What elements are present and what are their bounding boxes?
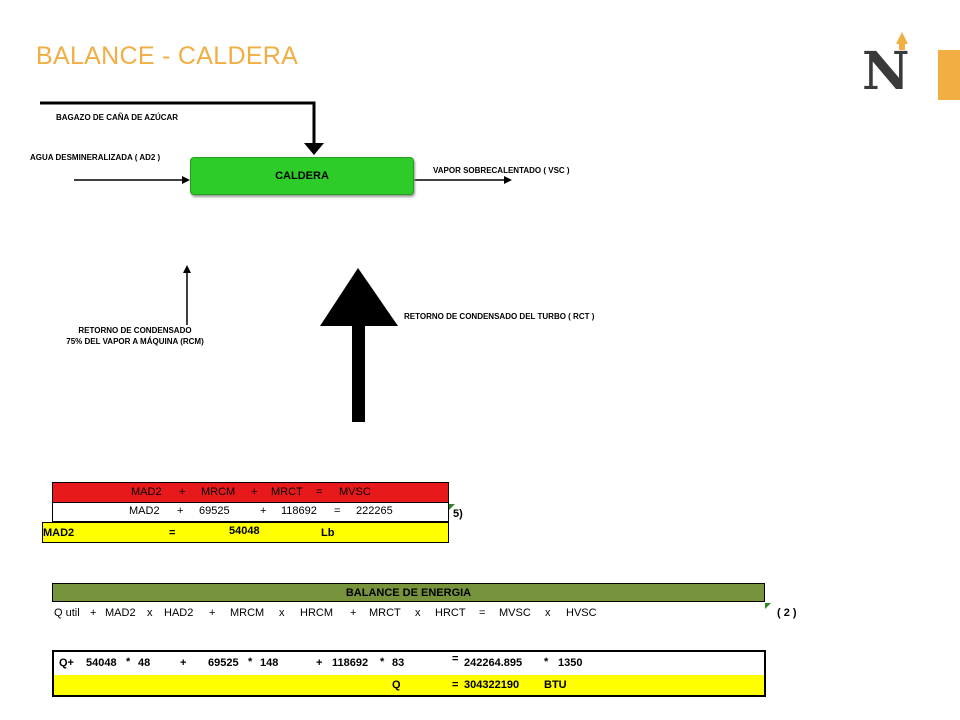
ec-v3: 69525 bbox=[208, 657, 239, 669]
mass-balance-header-row: MAD2 + MRCM + MRCT = MVSC bbox=[52, 482, 449, 503]
mb-h-b: MRCM bbox=[201, 486, 236, 498]
mb-h-p1: + bbox=[179, 486, 186, 498]
ec-eq: = bbox=[452, 653, 459, 665]
mass-balance-ref: 5) bbox=[453, 508, 463, 520]
mb-h-p2: + bbox=[251, 486, 258, 498]
ec-p2: + bbox=[316, 657, 323, 669]
ef-1: + bbox=[90, 607, 97, 619]
rcm-arrowhead bbox=[183, 265, 191, 273]
energy-calc-row: Q+ 54048 * 48 + 69525 * 148 + 118692 * 8… bbox=[54, 652, 764, 674]
ec-v2: 48 bbox=[138, 657, 151, 669]
ec-v8: 1350 bbox=[558, 657, 583, 669]
energy-calc-table: Q+ 54048 * 48 + 69525 * 148 + 118692 * 8… bbox=[52, 650, 766, 697]
mb-h-d: MVSC bbox=[339, 486, 371, 498]
mb-v-p1: + bbox=[177, 505, 184, 517]
label-retorno-rcm: RETORNO DE CONDENSADO 75% DEL VAPOR A MÁ… bbox=[40, 326, 230, 346]
rct-shaft bbox=[352, 325, 365, 422]
energy-balance-ref: ( 2 ) bbox=[777, 607, 797, 619]
rct-arrowhead bbox=[320, 268, 398, 326]
ef-13: = bbox=[479, 607, 486, 619]
ef-0: Q util bbox=[54, 607, 80, 619]
ec-p1: + bbox=[180, 657, 187, 669]
ef-14: MVSC bbox=[499, 607, 531, 619]
mb-v-a: MAD2 bbox=[129, 505, 160, 517]
mb-v-c: 118692 bbox=[281, 505, 317, 517]
mb-v-d: 222265 bbox=[356, 505, 393, 517]
ec-m2: * bbox=[248, 656, 253, 668]
ec-m3: * bbox=[380, 656, 385, 668]
logo: N bbox=[862, 30, 914, 102]
label-retorno-rcm-line1: RETORNO DE CONDENSADO bbox=[78, 326, 192, 335]
logo-letter: N bbox=[862, 41, 910, 102]
green-corner-marker bbox=[449, 504, 455, 510]
ef-4: HAD2 bbox=[164, 607, 194, 619]
ec-q: Q+ bbox=[59, 657, 74, 669]
ef-12: HRCT bbox=[435, 607, 466, 619]
mb-h-a: MAD2 bbox=[131, 486, 162, 498]
ec-v7: 242264.895 bbox=[464, 657, 523, 669]
bagazo-line bbox=[40, 101, 316, 145]
er-value: 304322190 bbox=[464, 679, 520, 691]
label-bagazo: BAGAZO DE CAÑA DE AZÚCAR bbox=[56, 113, 179, 122]
ef-3: x bbox=[147, 607, 153, 619]
mass-balance-result-row: MAD2 = 54048 Lb bbox=[42, 522, 449, 543]
ef-9: + bbox=[350, 607, 357, 619]
agua-arrowhead bbox=[182, 176, 190, 184]
mb-h-eq: = bbox=[316, 486, 323, 498]
er-label: Q bbox=[392, 679, 401, 691]
mb-r-label: MAD2 bbox=[43, 527, 75, 539]
mb-h-c: MRCT bbox=[271, 486, 303, 498]
ec-m4: * bbox=[544, 656, 549, 668]
mb-v-p2: + bbox=[260, 505, 267, 517]
label-agua: AGUA DESMINERALIZADA ( AD2 ) bbox=[30, 153, 161, 162]
energy-balance-header: BALANCE DE ENERGIA bbox=[52, 583, 765, 602]
ec-v5: 118692 bbox=[332, 657, 369, 669]
ec-v6: 83 bbox=[392, 657, 405, 669]
bagazo-arrowhead bbox=[304, 143, 324, 155]
mb-v-b: 69525 bbox=[199, 505, 230, 517]
label-retorno-rcm-line2: 75% DEL VAPOR A MÁQUINA (RCM) bbox=[66, 337, 204, 346]
energy-balance-title: BALANCE DE ENERGIA bbox=[345, 586, 472, 599]
energy-result-row: Q = 304322190 BTU bbox=[54, 675, 764, 695]
mb-r-value: 54048 bbox=[229, 525, 260, 537]
caldera-label: CALDERA bbox=[275, 170, 329, 182]
ef-16: HVSC bbox=[566, 607, 597, 619]
caldera-box: CALDERA bbox=[190, 157, 414, 195]
ec-v4: 148 bbox=[260, 657, 279, 669]
mb-v-eq: = bbox=[334, 505, 341, 517]
ef-10: MRCT bbox=[369, 607, 401, 619]
mb-r-eq: = bbox=[169, 527, 176, 539]
ef-7: x bbox=[279, 607, 285, 619]
green-corner-marker-2 bbox=[765, 603, 771, 609]
label-vapor: VAPOR SOBRECALENTADO ( VSC ) bbox=[433, 166, 570, 175]
ef-6: MRCM bbox=[230, 607, 265, 619]
logo-icon bbox=[896, 32, 908, 50]
ef-5: + bbox=[209, 607, 216, 619]
ef-8: HRCM bbox=[300, 607, 333, 619]
energy-formula-row: Q util + MAD2 x HAD2 + MRCM x HRCM + MRC… bbox=[52, 602, 765, 624]
mb-r-unit: Lb bbox=[321, 527, 335, 539]
ef-2: MAD2 bbox=[105, 607, 136, 619]
ec-m1: * bbox=[126, 656, 131, 668]
vapor-arrowhead bbox=[504, 176, 512, 184]
ef-15: x bbox=[545, 607, 551, 619]
er-eq: = bbox=[452, 679, 459, 691]
mass-balance-values-row: MAD2 + 69525 + 118692 = 222265 bbox=[52, 503, 449, 522]
page-title: BALANCE - CALDERA bbox=[36, 42, 299, 70]
ec-v1: 54048 bbox=[86, 657, 117, 669]
er-unit: BTU bbox=[544, 679, 567, 691]
label-retorno-rct: RETORNO DE CONDENSADO DEL TURBO ( RCT ) bbox=[404, 312, 595, 321]
logo-accent-bar bbox=[938, 50, 960, 100]
ef-11: x bbox=[415, 607, 421, 619]
